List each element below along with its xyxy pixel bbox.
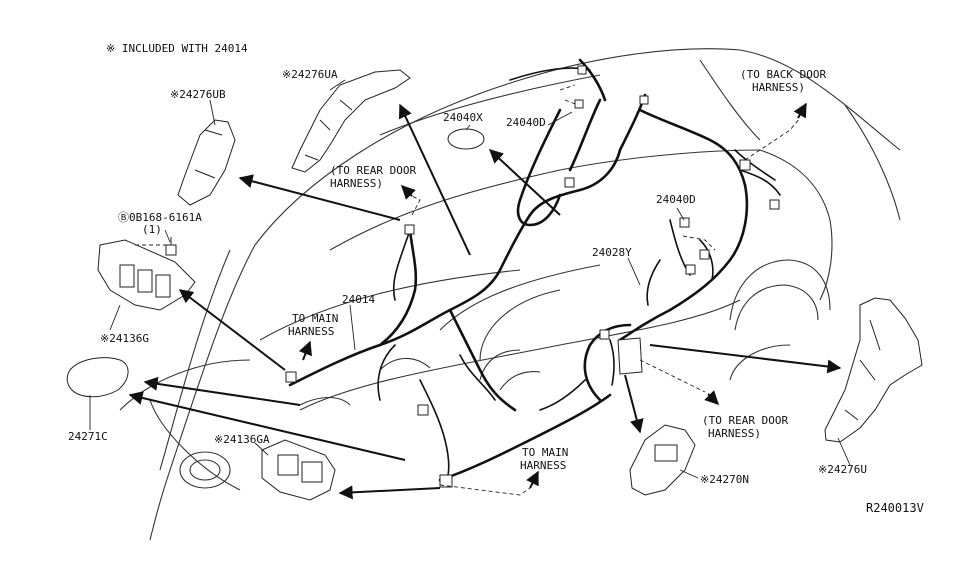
note-included: ※ INCLUDED WITH 24014 <box>106 42 248 55</box>
label-24040D-mid: 24040D <box>656 193 696 206</box>
part-24271C <box>66 357 129 398</box>
label-to-back-door-b: HARNESS) <box>752 81 805 94</box>
harness-24028Y <box>509 58 781 342</box>
label-24276UB: ※24276UB <box>170 88 226 101</box>
label-24276U: ※24276U <box>818 463 867 476</box>
label-24276UA: ※24276UA <box>282 68 338 81</box>
part-24276U <box>824 297 923 443</box>
bolt-icon <box>165 237 177 256</box>
dashed-leaders <box>135 84 801 496</box>
label-bolt-qty: (1) <box>142 223 162 236</box>
part-24136G <box>97 239 196 311</box>
part-24136GA <box>261 439 336 501</box>
connectors <box>285 65 780 488</box>
label-24040X: 24040X <box>443 111 483 124</box>
label-to-main-1: TO MAIN <box>292 312 338 325</box>
label-to-rear-door-1: (TO REAR DOOR <box>330 164 416 177</box>
part-24276UB <box>177 119 236 206</box>
label-24271C: 24271C <box>68 430 108 443</box>
diagram-id: R240013V <box>866 501 924 515</box>
harness-24014 <box>288 93 647 486</box>
label-24040D-top: 24040D <box>506 116 546 129</box>
label-24014: 24014 <box>342 293 375 306</box>
label-24028Y: 24028Y <box>592 246 632 259</box>
part-24276UA <box>291 69 411 173</box>
label-24270N: ※24270N <box>700 473 749 486</box>
label-to-main-2b: HARNESS <box>520 459 566 472</box>
label-bolt: Ⓑ0B168-6161A <box>118 211 202 224</box>
harness-lower-rear <box>539 323 643 411</box>
label-to-rear-door-2: (TO REAR DOOR <box>702 414 788 427</box>
label-to-back-door: (TO BACK DOOR <box>740 68 826 81</box>
reference-arrows <box>128 102 842 500</box>
label-24136G: ※24136G <box>100 332 149 345</box>
label-to-main-2: TO MAIN <box>522 446 568 459</box>
label-to-rear-door-2b: HARNESS) <box>708 427 761 440</box>
label-24136GA: ※24136GA <box>214 433 270 446</box>
label-to-main-1b: HARNESS <box>288 325 334 338</box>
label-to-rear-door-1b: HARNESS) <box>330 177 383 190</box>
part-24270N <box>629 424 696 496</box>
label-leaders <box>89 79 851 479</box>
labels: ※ INCLUDED WITH 24014 ※24276UB ※24276UA … <box>68 42 924 515</box>
